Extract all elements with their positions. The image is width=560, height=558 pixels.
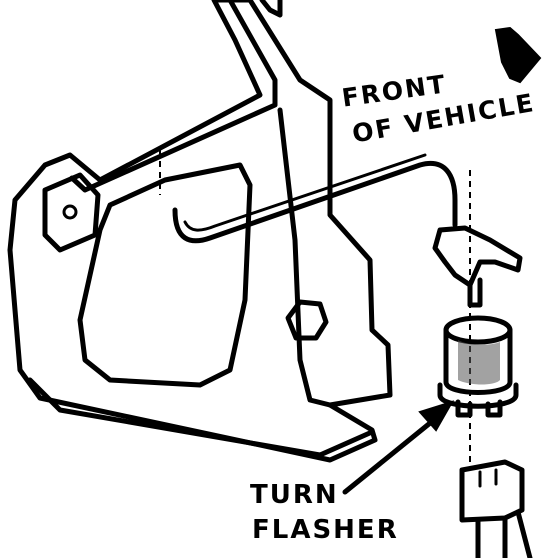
turn-flasher-label-line1: TURN bbox=[250, 480, 339, 510]
flasher-base bbox=[437, 382, 519, 409]
flasher-pointer-shaft bbox=[342, 412, 443, 495]
bracket-cutout bbox=[77, 162, 253, 388]
flasher-body-shade bbox=[458, 340, 500, 385]
flasher-pointer-arrow bbox=[418, 400, 455, 432]
connector-slots bbox=[478, 468, 498, 488]
flasher-terminals bbox=[455, 399, 503, 418]
bracket-arm-edge bbox=[69, 0, 278, 193]
flasher-clip-stem bbox=[467, 277, 483, 308]
flasher-body bbox=[443, 327, 513, 395]
bracket-lower-lip bbox=[27, 377, 375, 458]
turn-flasher-label-line2: FLASHER bbox=[252, 515, 399, 545]
upper-post bbox=[259, 0, 283, 18]
wiring-harness bbox=[172, 161, 458, 244]
bracket-web bbox=[277, 107, 333, 408]
flasher-clip bbox=[432, 225, 523, 288]
flasher-top bbox=[443, 315, 513, 345]
bolt-head bbox=[285, 299, 329, 341]
wiring-harness-inner bbox=[183, 153, 427, 232]
tab-screw-hole bbox=[62, 204, 78, 220]
bracket-side-tab bbox=[42, 172, 101, 253]
bracket-outer-outline bbox=[7, 0, 393, 463]
connector-plug bbox=[459, 459, 525, 523]
front-arrow-icon bbox=[494, 26, 542, 84]
connector-wires bbox=[475, 509, 533, 558]
